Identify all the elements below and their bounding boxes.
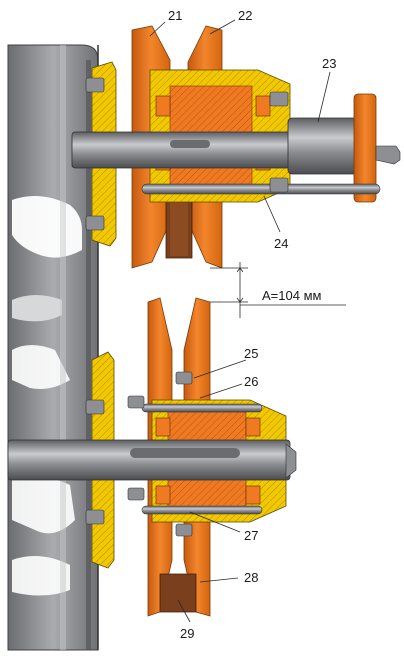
callout-23: 23 — [317, 56, 336, 123]
callout-24-label: 24 — [274, 236, 288, 251]
callout-27: 27 — [189, 511, 258, 543]
callout-21-label: 21 — [168, 8, 182, 23]
callout-25-label: 25 — [244, 346, 258, 361]
callout-26: 26 — [199, 374, 258, 399]
callout-23-label: 23 — [322, 56, 336, 71]
callout-29-label: 29 — [180, 626, 194, 641]
callout-25: 25 — [193, 346, 258, 379]
lower-pulley-assembly — [7, 297, 297, 617]
callout-28: 28 — [199, 570, 258, 585]
dimension-a: A=104 мм — [210, 262, 346, 318]
callout-26-label: 26 — [244, 374, 258, 389]
dimension-a-label: A=104 мм — [262, 288, 322, 303]
callout-28-label: 28 — [244, 570, 258, 585]
callout-24: 24 — [263, 195, 288, 251]
callout-22: 22 — [209, 8, 252, 35]
callout-27-label: 27 — [244, 528, 258, 543]
callout-29: 29 — [177, 599, 194, 641]
callout-21: 21 — [149, 8, 182, 37]
callout-22-label: 22 — [238, 8, 252, 23]
upper-pulley-assembly — [71, 25, 401, 269]
